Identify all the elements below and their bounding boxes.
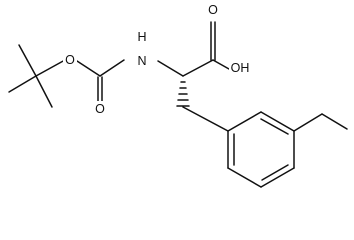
ring-inner-double-bottom	[261, 164, 289, 181]
nitrogen-label: N	[137, 54, 146, 68]
bond-alpha-carbon-to-acid-carbon	[182, 59, 214, 77]
structure-diagram: O H N O O OH	[8, 2, 348, 188]
hydroxyl-background	[229, 60, 253, 76]
ring-bond-bottom-left	[227, 167, 262, 188]
bond-carbonyl-to-nitrogen	[99, 59, 125, 77]
hashed-stereo-bond	[176, 81, 190, 107]
ring-inner-double-top	[260, 118, 289, 135]
bond-tbu-methyl-bottom	[35, 75, 53, 108]
ether-oxygen-label: O	[65, 53, 75, 67]
acid-oxygen-label: O	[208, 3, 218, 17]
carbonyl-oxygen-background	[93, 101, 107, 117]
carbonyl-oxygen-label: O	[95, 102, 105, 116]
ether-oxygen-background	[63, 52, 77, 68]
amine-hydrogen-label: H	[137, 30, 146, 44]
bond-tbu-methyl-left	[8, 75, 37, 93]
bond-beta-carbon-to-ring	[182, 106, 229, 132]
bond-acid-carbon-to-hydroxyl	[212, 59, 230, 70]
bond-nitrogen-to-alpha-carbon	[157, 60, 184, 77]
ring-bond-top-right	[260, 111, 295, 132]
bond-tbu-to-oxygen	[35, 59, 66, 77]
bond-tbu-methyl-top	[18, 44, 37, 77]
bond-oxygen-to-carbonyl	[76, 60, 101, 77]
nitrogen-background	[135, 53, 149, 69]
acid-oxygen-background	[206, 2, 220, 18]
ring-bond-bottom-right	[260, 167, 295, 188]
bond-ethyl-terminal	[321, 113, 348, 130]
bond-ring-to-ethyl	[293, 113, 323, 132]
hydroxyl-label: OH	[231, 61, 250, 75]
ring-bond-top-left	[227, 111, 262, 132]
